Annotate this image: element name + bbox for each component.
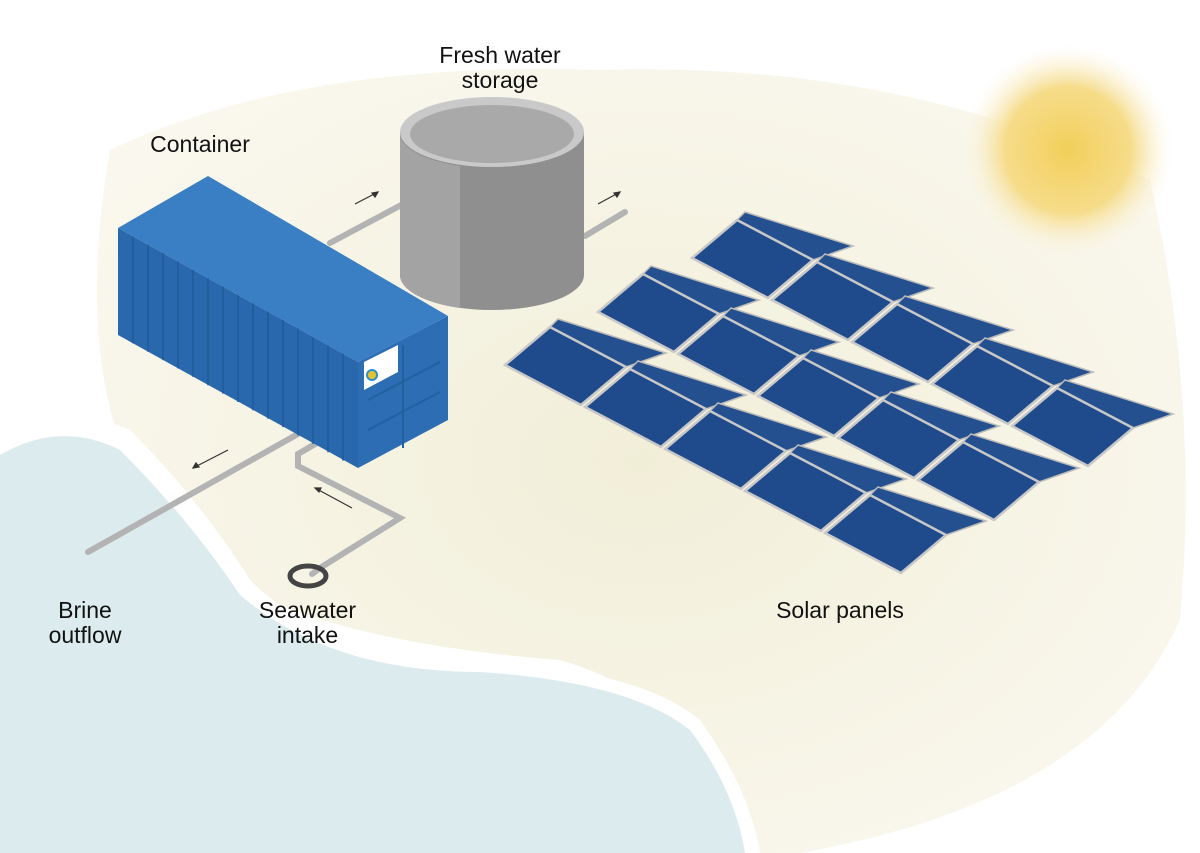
- solar-panel: [915, 440, 1042, 522]
- solar-panel: [689, 218, 816, 300]
- solar-panel: [769, 260, 896, 342]
- solar-panel: [822, 493, 949, 575]
- label-brine-outflow: Brine outflow: [48, 597, 122, 648]
- solar-panel: [929, 344, 1056, 426]
- sun: [963, 45, 1173, 255]
- solar-panel: [582, 367, 709, 449]
- solar-panel: [595, 272, 722, 354]
- solar-panel: [755, 356, 882, 438]
- sand-area: [96, 69, 1186, 853]
- solar-panel: [675, 314, 802, 396]
- label-solar-panels: Solar panels: [776, 597, 904, 623]
- label-fresh-water-storage: Fresh water storage: [439, 42, 561, 93]
- solar-panel: [849, 302, 976, 384]
- fresh-water-tank: [399, 97, 584, 310]
- solar-panel-array: [502, 211, 1176, 575]
- solar-panel: [662, 409, 789, 491]
- solar-panel: [835, 398, 962, 480]
- container-box: [118, 176, 448, 468]
- solar-panel: [742, 451, 869, 533]
- solar-panel: [1009, 386, 1136, 468]
- sea-water: [0, 436, 745, 853]
- label-container: Container: [150, 131, 250, 157]
- solar-panel: [502, 325, 629, 407]
- flow-arrows: [191, 191, 622, 509]
- seawater-intake-ring: [287, 563, 329, 589]
- label-seawater-intake: Seawater intake: [258, 597, 357, 648]
